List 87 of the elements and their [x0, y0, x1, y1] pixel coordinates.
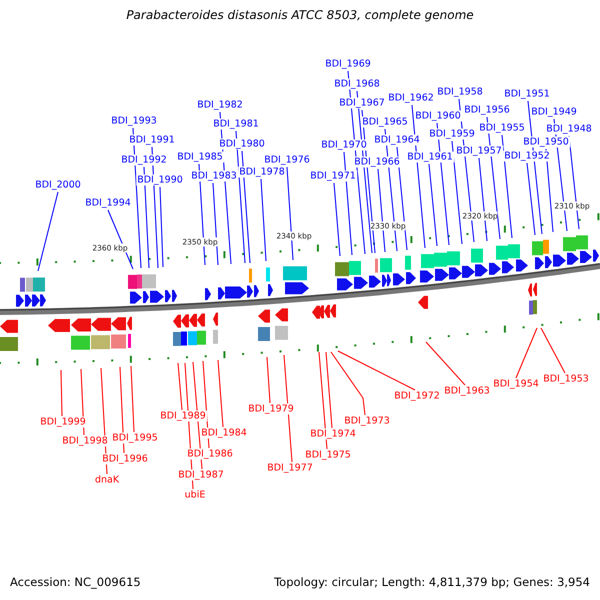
- gene-label: BDI_1966: [353, 156, 401, 168]
- gene-label: BDI_1956: [463, 104, 511, 116]
- gene-label: BDI_1980: [218, 138, 266, 150]
- leader-line: [344, 152, 352, 256]
- gene-label: BDI_1994: [84, 198, 132, 208]
- gene-label: BDI_1953: [542, 374, 590, 384]
- gene-label: dnaK: [94, 474, 120, 486]
- gene-label: BDI_1976: [263, 154, 311, 166]
- gene-label: BDI_1954: [492, 378, 540, 390]
- gene-label: BDI_1949: [530, 106, 578, 118]
- gene-label: BDI_1977: [266, 462, 314, 474]
- leader-line: [334, 182, 340, 256]
- leader-line: [318, 352, 328, 450]
- gene-label: BDI_1996: [101, 454, 149, 464]
- gene-label: BDI_1958: [436, 86, 484, 98]
- leader-line: [326, 352, 332, 428]
- gene-label: BDI_1986: [186, 448, 234, 460]
- gene-label: BDI_1962: [387, 92, 435, 104]
- leader-line: [526, 162, 536, 236]
- leader-line: [160, 186, 164, 268]
- gene-label: BDI_1965: [361, 116, 409, 128]
- gene-label: BDI_1983: [190, 170, 238, 182]
- leader-line: [38, 192, 58, 272]
- gene-label: BDI_1970: [320, 140, 368, 150]
- gene-label: BDI_1981: [212, 118, 260, 130]
- leader-line: [130, 366, 134, 432]
- gene-label: BDI_1972: [393, 390, 441, 402]
- gene-label: ubiE: [184, 490, 206, 500]
- leader-line: [546, 148, 554, 232]
- gene-label: BDI_1984: [200, 428, 248, 438]
- gene-label: BDI_2000: [34, 180, 82, 190]
- gene-label: BDI_1993: [110, 116, 158, 126]
- gene-label: BDI_1961: [406, 152, 454, 162]
- leader-line: [60, 370, 62, 416]
- gene-label: BDI_1995: [111, 432, 159, 444]
- leader-line: [502, 134, 512, 238]
- gene-label: BDI_1982: [196, 100, 244, 110]
- gene-label: BDI_1948: [545, 124, 593, 134]
- gene-label: BDI_1990: [136, 174, 184, 186]
- gene-label: BDI_1950: [522, 136, 570, 148]
- leader-line: [378, 168, 386, 252]
- gene-label: BDI_1955: [478, 122, 526, 134]
- gene-label: BDI_1964: [373, 134, 421, 146]
- leader-line: [242, 150, 250, 264]
- leader-line: [218, 360, 224, 428]
- gene-label: BDI_1987: [177, 470, 225, 480]
- leader-line: [478, 158, 488, 242]
- gene-label: BDI_1978: [238, 166, 286, 178]
- leader-line: [426, 342, 466, 386]
- gene-label: BDI_1971: [309, 170, 357, 182]
- leader-line: [178, 362, 182, 410]
- gene-label: BDI_1957: [455, 146, 503, 156]
- gene-label: BDI_1985: [176, 152, 224, 162]
- gene-label: BDI_1979: [247, 404, 295, 414]
- gene-label: BDI_1991: [128, 134, 176, 146]
- gene-label: BDI_1998: [61, 436, 109, 446]
- gene-label: BDI_1999: [39, 416, 87, 428]
- gene-label: BDI_1992: [120, 154, 168, 166]
- gene-label: BDI_1974: [309, 428, 357, 440]
- leader-line: [260, 178, 266, 262]
- footer-text: Accession: NC_009615: [10, 575, 141, 589]
- leader-line: [144, 166, 150, 268]
- gene-label: BDI_1967: [338, 98, 386, 108]
- leader-line: [540, 328, 566, 374]
- leader-line: [108, 210, 134, 270]
- gene-label: BDI_1975: [304, 450, 352, 460]
- footer-text: Topology: circular; Length: 4,811,379 bp; Genes: 3,954: [274, 575, 590, 589]
- gene-label: BDI_1963: [443, 386, 491, 396]
- leader-line: [428, 164, 438, 246]
- leader-line: [516, 328, 538, 378]
- leader-line: [286, 166, 294, 260]
- leader-line: [120, 366, 124, 454]
- gene-label: BDI_1951: [503, 88, 551, 100]
- gene-label: BDI_1973: [343, 416, 391, 426]
- leader-line: [338, 350, 416, 390]
- leader-line: [452, 140, 462, 244]
- leader-line: [330, 352, 366, 416]
- gene-label: BDI_1989: [159, 410, 207, 422]
- title: Parabacteroides distasonis ATCC 8503, complete genome: [125, 8, 475, 22]
- gene-label: BDI_1960: [414, 110, 462, 122]
- leader-line: [266, 356, 270, 404]
- leader-line: [212, 182, 218, 266]
- gene-label: BDI_1952: [503, 150, 551, 162]
- leader-line: [284, 354, 292, 462]
- gene-label: BDI_1959: [428, 128, 476, 140]
- gene-label: BDI_1968: [333, 78, 381, 90]
- gene-label: BDI_1969: [324, 58, 372, 70]
